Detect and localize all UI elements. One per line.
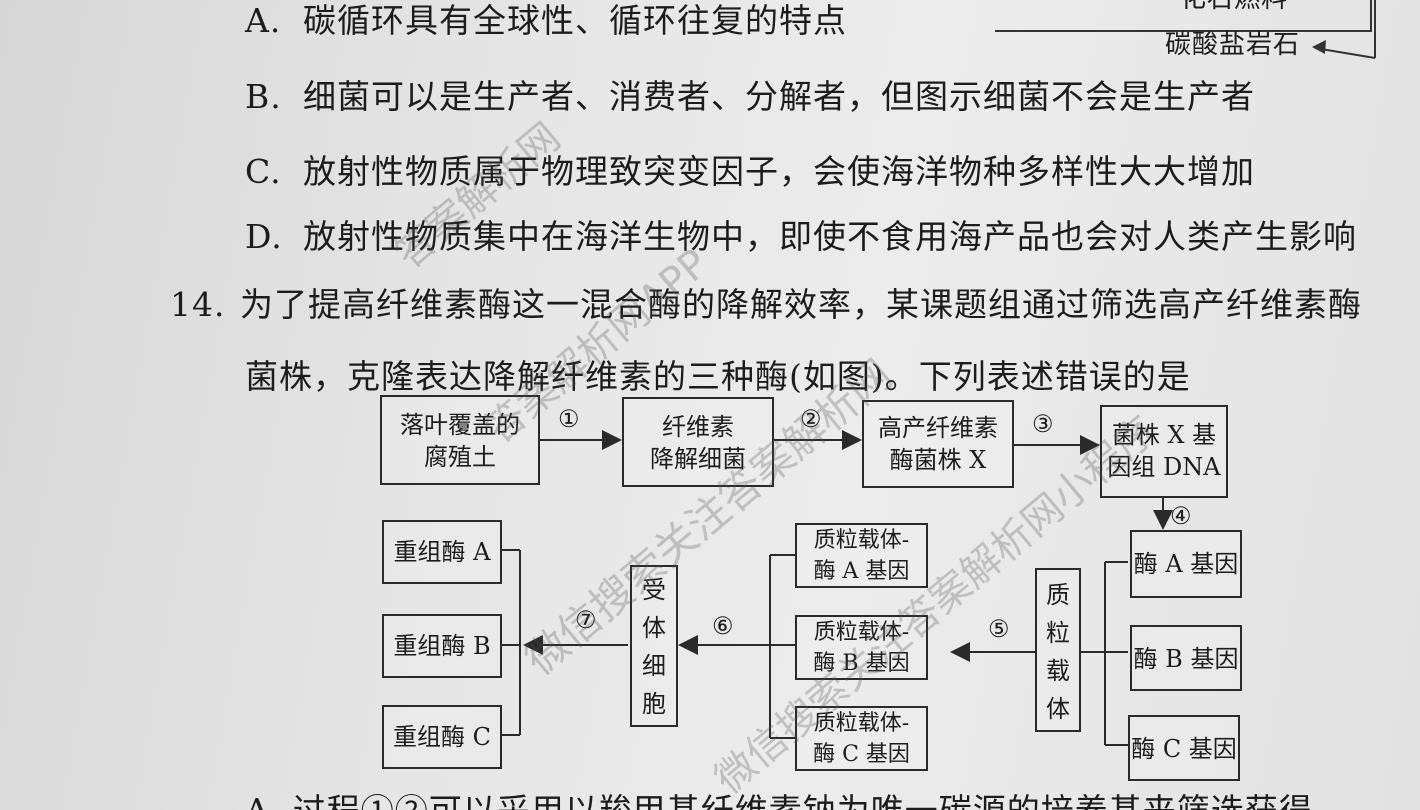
box-char: 受: [642, 576, 666, 604]
box-line: 质粒载体-: [813, 711, 910, 736]
option-letter: B.: [245, 77, 282, 116]
box-gene-b: 酶 B 基因: [1130, 625, 1242, 691]
step-label-2: ②: [800, 405, 822, 433]
box-line: 酶 B 基因: [813, 651, 910, 676]
figure-fragment-frame: [995, 0, 1372, 32]
box-plasmid-gene-a: 质粒载体- 酶 A 基因: [795, 523, 928, 588]
figure-fragment-label-partial: 化石燃料: [1180, 0, 1288, 15]
option-text: 放射性物质属于物理致突变因子，会使海洋物种多样性大大增加: [303, 152, 1255, 191]
box-line: 高产纤维素: [878, 414, 998, 442]
box-plasmid-vector: 质 粒 载 体: [1035, 568, 1081, 732]
option-b: B. 细菌可以是生产者、消费者、分解者，但图示细菌不会是生产者: [245, 70, 1255, 118]
box-char: 质: [1046, 581, 1070, 609]
box-char: 胞: [642, 690, 666, 718]
box-line: 质粒载体-: [813, 620, 910, 645]
box-strain-x: 高产纤维素 酶菌株 X: [862, 400, 1014, 488]
box-gene-c: 酶 C 基因: [1128, 715, 1240, 781]
box-gene-a: 酶 A 基因: [1130, 530, 1242, 598]
box-line: 酶 A 基因: [813, 559, 910, 584]
box-line: 酶菌株 X: [889, 446, 987, 474]
next-option-partial: A. 过程①②可以采用以羧甲基纤维素钠为唯一碳源的培养基来筛选获得: [245, 784, 1415, 810]
option-letter: C.: [245, 152, 282, 191]
option-text: 细菌可以是生产者、消费者、分解者，但图示细菌不会是生产者: [303, 77, 1255, 116]
box-char: 粒: [1046, 619, 1070, 647]
step-label-6: ⑥: [712, 612, 734, 640]
box-recombinant-enzyme-b: 重组酶 B: [382, 614, 502, 678]
box-recombinant-enzyme-a: 重组酶 A: [382, 520, 502, 584]
box-plasmid-gene-c: 质粒载体- 酶 C 基因: [795, 706, 928, 771]
option-d: D. 放射性物质集中在海洋生物中，即使不食用海产品也会对人类产生影响: [245, 210, 1357, 258]
box-humus-soil: 落叶覆盖的 腐殖土: [380, 395, 540, 485]
option-c: C. 放射性物质属于物理致突变因子，会使海洋物种多样性大大增加: [245, 145, 1255, 193]
box-plasmid-gene-b: 质粒载体- 酶 B 基因: [795, 615, 928, 680]
step-label-1: ①: [558, 405, 580, 433]
box-cellulose-bacteria: 纤维素 降解细菌: [622, 397, 774, 487]
step-label-4: ④: [1170, 502, 1192, 530]
box-line: 因组 DNA: [1107, 453, 1221, 481]
box-char: 细: [642, 652, 666, 680]
box-line: 菌株 X 基: [1111, 421, 1217, 449]
step-label-7: ⑦: [575, 606, 597, 634]
option-text: 碳循环具有全球性、循环往复的特点: [303, 1, 847, 40]
option-a: A. 碳循环具有全球性、循环往复的特点: [245, 0, 847, 42]
figure-fragment-label: 碳酸盐岩石: [1165, 30, 1301, 60]
box-char: 体: [1046, 695, 1070, 723]
box-char: 载: [1046, 657, 1070, 685]
box-line: 腐殖土: [424, 443, 496, 471]
question-line-2: 菌株，克隆表达降解纤维素的三种酶(如图)。下列表述错误的是: [245, 357, 1191, 396]
option-letter: D.: [245, 217, 283, 256]
box-recombinant-enzyme-c: 重组酶 C: [382, 705, 502, 769]
box-line: 质粒载体-: [813, 528, 910, 553]
option-text: 放射性物质集中在海洋生物中，即使不食用海产品也会对人类产生影响: [303, 217, 1357, 256]
step-label-3: ③: [1032, 410, 1054, 438]
option-letter: A.: [245, 1, 282, 40]
question-number: 14.: [170, 285, 226, 324]
box-line: 酶 C 基因: [813, 742, 910, 767]
question-line-1: 14. 为了提高纤维素酶这一混合酶的降解效率，某课题组通过筛选高产纤维素酶: [170, 278, 1362, 326]
box-line: 落叶覆盖的: [400, 411, 520, 439]
box-line: 纤维素: [662, 413, 734, 441]
box-line: 降解细菌: [650, 445, 746, 473]
box-genome-dna: 菌株 X 基 因组 DNA: [1100, 405, 1228, 498]
step-label-5: ⑤: [988, 615, 1010, 643]
box-recipient-cell: 受 体 细 胞: [630, 565, 678, 727]
question-text-1: 为了提高纤维素酶这一混合酶的降解效率，某课题组通过筛选高产纤维素酶: [240, 285, 1362, 324]
box-char: 体: [642, 614, 666, 642]
